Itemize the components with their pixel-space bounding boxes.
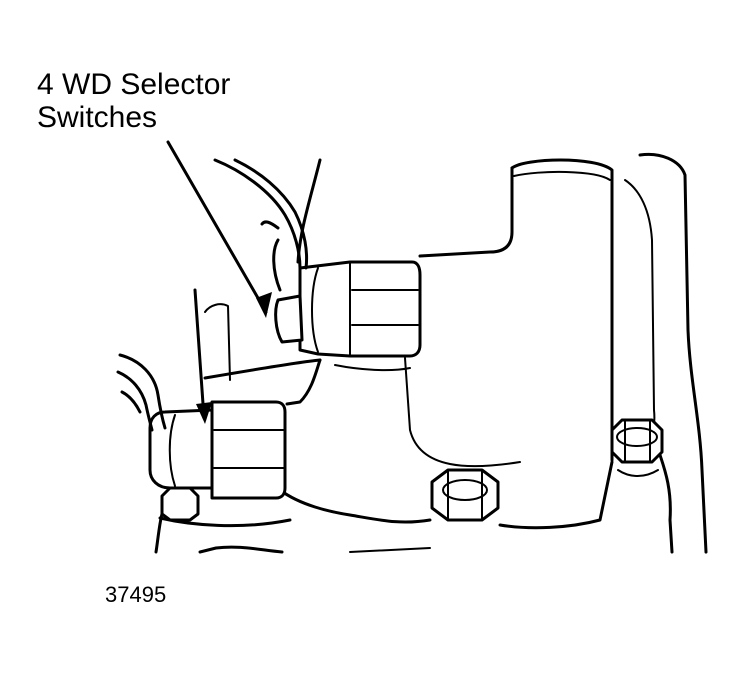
callout-line-1: 4 WD Selector: [37, 68, 231, 101]
lower-selector-switch: [148, 400, 287, 500]
leader-arrow-upper: [166, 140, 272, 318]
transfer-case-housing: [154, 152, 708, 554]
callout-label: 4 WD Selector Switches: [37, 68, 230, 134]
lower-wire-lead: [116, 353, 167, 432]
leader-arrow-lower: [193, 288, 212, 424]
mounting-bolt-right: [610, 418, 664, 464]
figure-number: 37495: [105, 582, 167, 607]
upper-selector-switch: [274, 260, 422, 358]
mounting-bolt-left: [160, 486, 200, 522]
mounting-bolt-center: [430, 468, 500, 522]
callout-line-2: Switches: [37, 101, 158, 134]
upper-wire-lead: [213, 158, 309, 292]
